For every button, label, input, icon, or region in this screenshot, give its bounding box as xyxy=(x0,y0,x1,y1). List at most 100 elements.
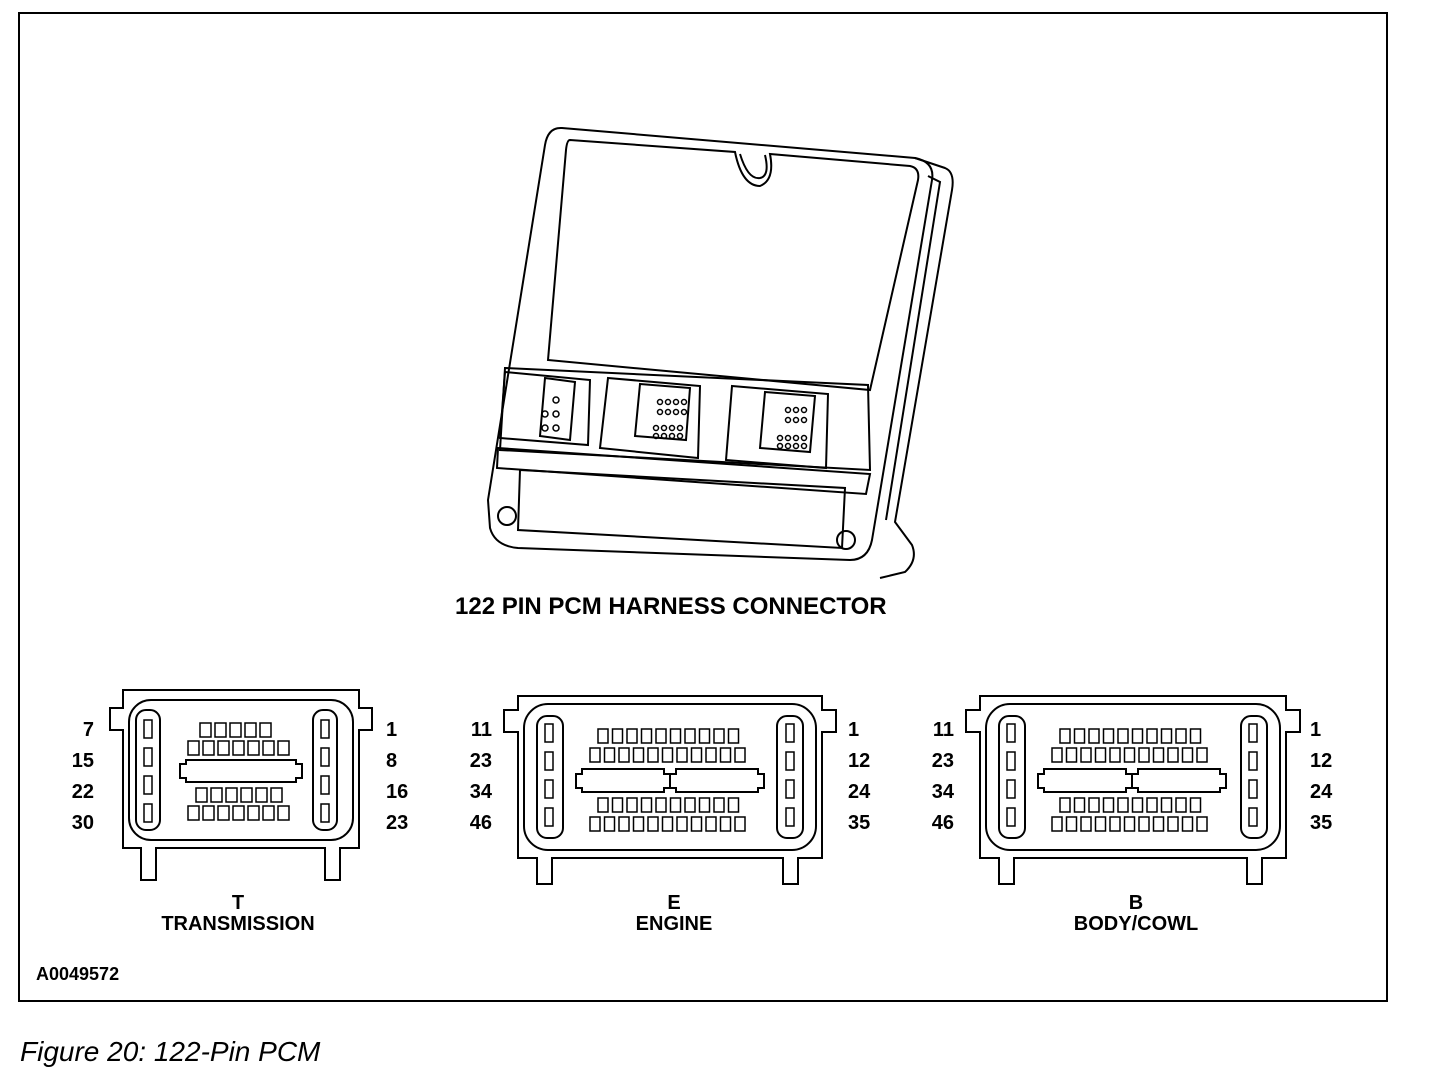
pin-number: 46 xyxy=(931,812,954,834)
pin-cavity xyxy=(1196,747,1208,763)
pin-cavity xyxy=(1167,816,1179,832)
pin-cavity xyxy=(1080,747,1092,763)
pin-cavity xyxy=(195,787,208,803)
pin-cavity xyxy=(1102,797,1115,813)
pin-cavity xyxy=(589,816,601,832)
pin-cavity xyxy=(669,728,682,744)
connector-letter: T xyxy=(231,892,245,914)
pin-cavity xyxy=(1006,779,1016,799)
pin-cavity xyxy=(1131,728,1144,744)
pin-cavity xyxy=(143,803,153,823)
figure-frame xyxy=(18,12,1388,1002)
connector-engine xyxy=(503,695,837,885)
pin-cavity xyxy=(647,816,659,832)
pin-cavity xyxy=(713,728,725,744)
pin-cavity xyxy=(240,787,253,803)
pin-cavity xyxy=(626,797,638,813)
pin-cavity xyxy=(1131,797,1144,813)
pin-number: 24 xyxy=(848,781,871,803)
pin-cavity xyxy=(1196,816,1208,832)
pin-cavity xyxy=(618,816,630,832)
pin-cavity xyxy=(1117,728,1129,744)
pin-cavity xyxy=(1094,747,1107,763)
pin-cavity xyxy=(705,747,717,763)
pin-cavity xyxy=(202,805,215,821)
pin-cavity xyxy=(1138,816,1150,832)
pin-cavity xyxy=(210,787,223,803)
connector-body-cowl xyxy=(965,695,1301,885)
pin-cavity xyxy=(690,816,703,832)
pin-cavity xyxy=(626,728,638,744)
pin-cavity xyxy=(1248,723,1258,743)
pin-cavity xyxy=(1094,816,1107,832)
pin-cavity xyxy=(1059,797,1071,813)
pin-cavity xyxy=(143,719,153,739)
pin-cavity xyxy=(232,740,245,756)
pin-cavity xyxy=(611,728,624,744)
pin-cavity xyxy=(187,805,200,821)
pin-cavity xyxy=(270,787,283,803)
pin-cavity xyxy=(690,747,703,763)
pin-cavity xyxy=(1189,797,1202,813)
pin-cavity xyxy=(232,805,245,821)
pin-cavity xyxy=(217,740,230,756)
pin-cavity xyxy=(1175,728,1187,744)
pin-cavity xyxy=(676,747,688,763)
pin-cavity xyxy=(632,816,645,832)
pin-cavity xyxy=(785,807,795,827)
pin-cavity xyxy=(255,787,268,803)
figure-caption: Figure 20: 122-Pin PCM xyxy=(20,1036,321,1067)
pin-cavity xyxy=(669,797,682,813)
pin-cavity xyxy=(597,797,609,813)
main-title: 122 PIN PCM HARNESS CONNECTOR xyxy=(455,593,887,620)
pin-cavity xyxy=(1059,728,1071,744)
pin-cavity xyxy=(320,719,330,739)
pin-cavity xyxy=(1146,797,1158,813)
pin-number: 12 xyxy=(1310,750,1333,772)
pin-cavity xyxy=(1088,797,1100,813)
pin-number: 16 xyxy=(386,781,409,803)
pin-cavity xyxy=(262,740,275,756)
pin-cavity xyxy=(1006,751,1016,771)
pin-cavity xyxy=(225,787,238,803)
pin-cavity xyxy=(1088,728,1100,744)
pin-number: 1 xyxy=(386,719,398,741)
pin-cavity xyxy=(611,797,624,813)
pin-cavity xyxy=(202,740,215,756)
pin-cavity xyxy=(143,747,153,767)
pin-cavity xyxy=(320,775,330,795)
pin-cavity xyxy=(603,816,616,832)
pin-cavity xyxy=(727,728,740,744)
pin-cavity xyxy=(719,816,732,832)
pin-cavity xyxy=(655,728,667,744)
pin-number: 11 xyxy=(470,719,492,741)
pin-cavity xyxy=(1080,816,1092,832)
pin-cavity xyxy=(544,807,554,827)
pin-cavity xyxy=(1117,797,1129,813)
pin-cavity xyxy=(632,747,645,763)
connector-name: BODY/COWL xyxy=(1073,913,1199,935)
pin-cavity xyxy=(1175,797,1187,813)
pin-number: 34 xyxy=(469,781,492,803)
pin-number: 15 xyxy=(71,750,94,772)
connector-name: ENGINE xyxy=(635,913,713,935)
pin-number: 23 xyxy=(931,750,954,772)
pin-number: 22 xyxy=(71,781,94,803)
pin-number: 1 xyxy=(1310,719,1322,741)
pin-cavity xyxy=(1073,797,1086,813)
pin-cavity xyxy=(1146,728,1158,744)
pin-cavity xyxy=(603,747,616,763)
pin-number: 46 xyxy=(469,812,492,834)
pin-cavity xyxy=(661,816,674,832)
pin-cavity xyxy=(1109,816,1121,832)
pin-number: 35 xyxy=(848,812,871,834)
pin-cavity xyxy=(544,779,554,799)
pin-cavity xyxy=(647,747,659,763)
pin-cavity xyxy=(713,797,725,813)
pin-cavity xyxy=(785,751,795,771)
pin-cavity xyxy=(597,728,609,744)
pin-cavity xyxy=(1065,816,1078,832)
pin-number: 30 xyxy=(71,812,94,834)
pin-cavity xyxy=(719,747,732,763)
pin-cavity xyxy=(785,779,795,799)
